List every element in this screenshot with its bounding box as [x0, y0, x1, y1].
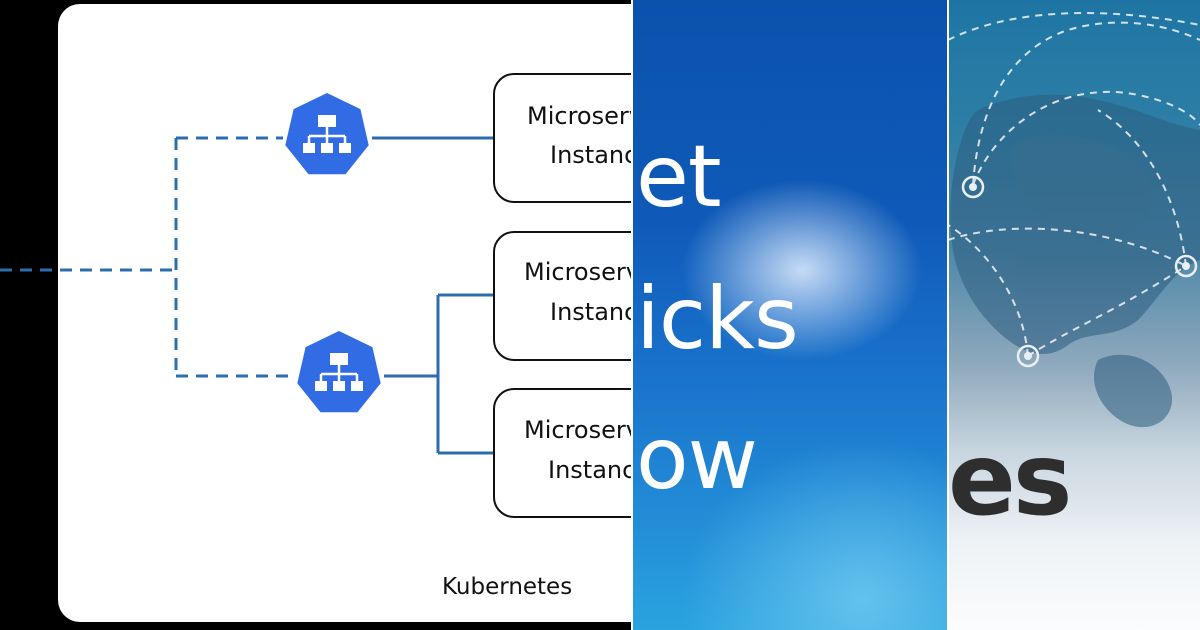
big-word-1: et: [636, 127, 722, 227]
route-arcs: [948, 12, 1200, 357]
box-1-line-2: Instance: [550, 141, 632, 169]
map-illustration: [948, 12, 1200, 428]
map-big-word: es: [948, 421, 1072, 538]
location-marker: [1174, 254, 1198, 278]
box-3-line-2: Instance: [548, 456, 632, 484]
blue-gradient-panel: et icks ow: [632, 0, 948, 630]
box-2-line-2: Instance: [550, 298, 632, 326]
network-icon: [303, 115, 351, 153]
location-marker: [961, 175, 985, 199]
connectors: [0, 136, 494, 455]
box-3-line-1: Microservice: [524, 416, 632, 444]
big-word-2: icks: [636, 269, 799, 369]
network-icon: [315, 353, 363, 391]
box-1-line-1: Microservice: [527, 102, 632, 130]
service-node-bottom: [297, 331, 381, 413]
service-node-top: [285, 93, 369, 175]
kubernetes-diagram: Microservice Instance Microservice Insta…: [0, 73, 632, 600]
map-panel: es: [948, 0, 1200, 630]
box-2-line-1: Microservice: [524, 258, 632, 286]
microservice-box-1: Microservice Instance: [493, 73, 632, 203]
panel-divider: [631, 0, 633, 630]
big-word-3: ow: [636, 409, 758, 509]
landmass-shade: [1010, 134, 1152, 242]
microservice-box-3: Microservice Instance: [493, 388, 632, 518]
location-marker: [1016, 344, 1040, 368]
panel-divider: [947, 0, 949, 630]
microservice-box-2: Microservice Instance: [493, 231, 632, 361]
diagram-footer-label: Kubernetes: [442, 574, 572, 600]
landmass: [950, 94, 1200, 428]
diagram-panel: Microservice Instance Microservice Insta…: [0, 4, 632, 622]
